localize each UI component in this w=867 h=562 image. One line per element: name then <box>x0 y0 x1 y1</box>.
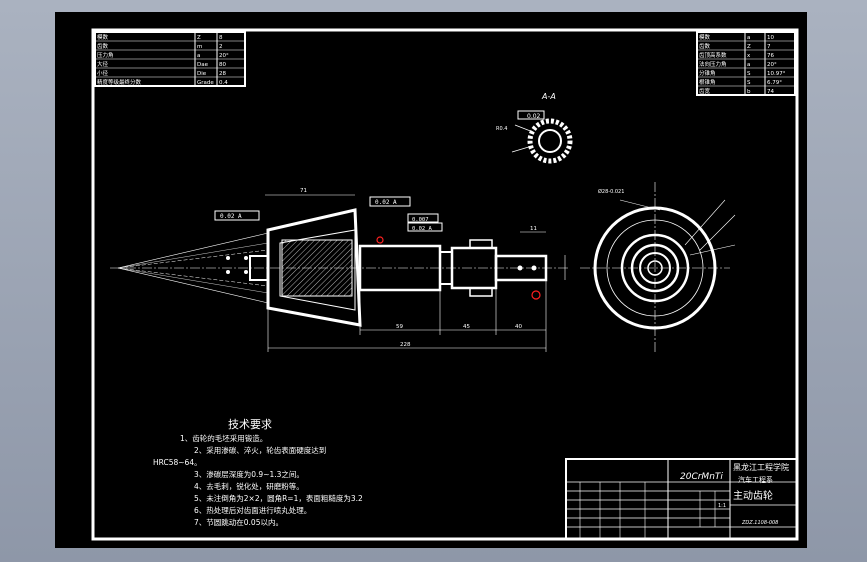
left-param-cell: 大径 <box>97 60 109 68</box>
dimension-texts: 59 45 40 228 11 71 <box>300 188 537 348</box>
dim-228: 228 <box>400 342 411 348</box>
left-param-cell: 模数 <box>97 33 109 41</box>
param-table-right: 模数 a 10 齿数 Z 7 齿顶高系数 x 76 法向压力角 a 20° 分锥角 S 10.97° 根锥角 S… <box>696 31 796 96</box>
material: 20CrMnTi <box>680 472 723 482</box>
leader-line <box>514 124 534 133</box>
left-param-cell: Z <box>197 35 201 41</box>
tech-title: 技术要求 <box>228 418 272 431</box>
dim-45: 45 <box>463 324 470 330</box>
department: 汽车工程系 <box>738 475 773 484</box>
end-view-note: Ø28-0.021 <box>598 188 624 195</box>
sheet-background <box>55 12 807 548</box>
tech-line: 2、采用渗碳、淬火，轮齿表面硬度达到 <box>194 445 326 455</box>
right-param-cell: 6.79° <box>767 80 782 86</box>
tech-lines: 1、齿轮的毛坯采用锻造。 2、采用渗碳、淬火，轮齿表面硬度达到 HRC58~64。 3… <box>153 433 363 527</box>
right-param-cell: S <box>747 71 751 77</box>
end-view <box>580 182 736 354</box>
right-param-cell: x <box>747 53 751 59</box>
right-param-cell: 齿顶高系数 <box>699 51 727 59</box>
dim-40: 40 <box>515 324 522 330</box>
left-param-cell: 0.4 <box>219 80 228 86</box>
left-param-cell: 小径 <box>97 69 109 77</box>
left-param-cell: 齿数 <box>97 42 109 50</box>
right-param-frame <box>696 31 796 96</box>
tol-frame-3: 0.007 <box>412 217 429 223</box>
tech-line: 7、节圆跳动在0.05以内。 <box>194 517 283 527</box>
left-param-cell: m <box>197 44 202 50</box>
part-name: 主动齿轮 <box>733 489 773 502</box>
tech-line: 1、齿轮的毛坯采用锻造。 <box>180 433 267 443</box>
right-param-cell: 模数 <box>699 33 711 41</box>
right-param-cell: a <box>747 62 750 68</box>
section-view: A-A 0.02 R0.4 <box>496 92 573 164</box>
section-label: A-A <box>541 92 556 101</box>
right-param-cell: 74 <box>767 89 774 95</box>
leader-line <box>511 145 533 153</box>
section-tol-frame <box>517 110 545 120</box>
right-param-cell: 分锥角 <box>699 69 716 77</box>
left-param-cell: 80 <box>219 62 226 68</box>
tech-line: HRC58~64。 <box>153 458 202 467</box>
right-param-cell: 根锥角 <box>699 78 716 86</box>
marker-red-2 <box>531 290 541 300</box>
tolerance-frames: 0.02 A 0.02 A 0.007 0.02 A <box>214 196 443 232</box>
tol-frame-4: 0.02 A <box>412 226 433 232</box>
tech-line: 3、渗碳层深度为0.9~1.3之间。 <box>194 469 304 479</box>
right-param-cell: S <box>747 80 751 86</box>
tech-line: 5、未注倒角为2×2，圆角R=1，表面粗糙度为3.2 <box>194 493 363 503</box>
school-name: 黑龙江工程学院 <box>733 462 789 472</box>
left-param-cell: Die <box>197 71 207 77</box>
dim-59: 59 <box>396 324 403 330</box>
left-param-cell: 精度等级最终分数 <box>97 78 142 86</box>
section-note: R0.4 <box>496 126 507 132</box>
left-param-cell: a <box>197 53 200 59</box>
left-param-cell: Grade <box>197 80 214 86</box>
section-gear-outer <box>527 118 573 164</box>
tol-frame-1: 0.02 A <box>220 213 242 220</box>
tol-frame-2: 0.02 A <box>375 199 397 206</box>
right-param-cell: 10.97° <box>767 71 786 77</box>
right-param-cell: 法向压力角 <box>699 60 727 68</box>
section-gear-inner <box>538 129 562 153</box>
left-param-cell: 压力角 <box>97 51 114 59</box>
right-param-cell: 齿数 <box>699 42 711 50</box>
left-param-cell: 20° <box>219 53 229 59</box>
right-param-cell: a <box>747 35 750 41</box>
marker-red-1 <box>376 236 384 244</box>
tech-line: 6、热处理后对齿面进行喷丸处理。 <box>194 505 311 515</box>
right-param-cell: 20° <box>767 62 777 68</box>
scale: 1:1 <box>718 503 726 509</box>
title-block <box>565 458 798 540</box>
right-param-cell: b <box>747 89 751 95</box>
right-param-cell: 齿宽 <box>699 87 711 95</box>
border-frame <box>91 28 799 541</box>
tech-line: 4、去毛刺，锐化处，研磨粉等。 <box>194 481 304 491</box>
left-param-cell: 28 <box>219 71 226 77</box>
right-param-cell: 10 <box>767 35 774 41</box>
left-param-cell: 8 <box>219 35 223 41</box>
dim-71: 71 <box>300 188 307 194</box>
drawing-number: ZDZ.1108-008 <box>741 520 778 526</box>
param-table-left: 模数 Z 8 齿数 m 2 压力角 a 20° 大径 Dae 80 小径 Die 28 精度等级最终分数 Gra… <box>94 31 246 87</box>
right-param-cell: Z <box>747 44 751 50</box>
shaft-side-view <box>110 194 570 352</box>
left-param-cell: 2 <box>219 44 223 50</box>
left-param-cell: Dae <box>197 62 209 68</box>
right-param-cell: 7 <box>767 44 771 50</box>
dim-11: 11 <box>530 226 537 232</box>
right-param-cell: 76 <box>767 53 774 59</box>
section-tol-value: 0.02 <box>527 113 541 120</box>
